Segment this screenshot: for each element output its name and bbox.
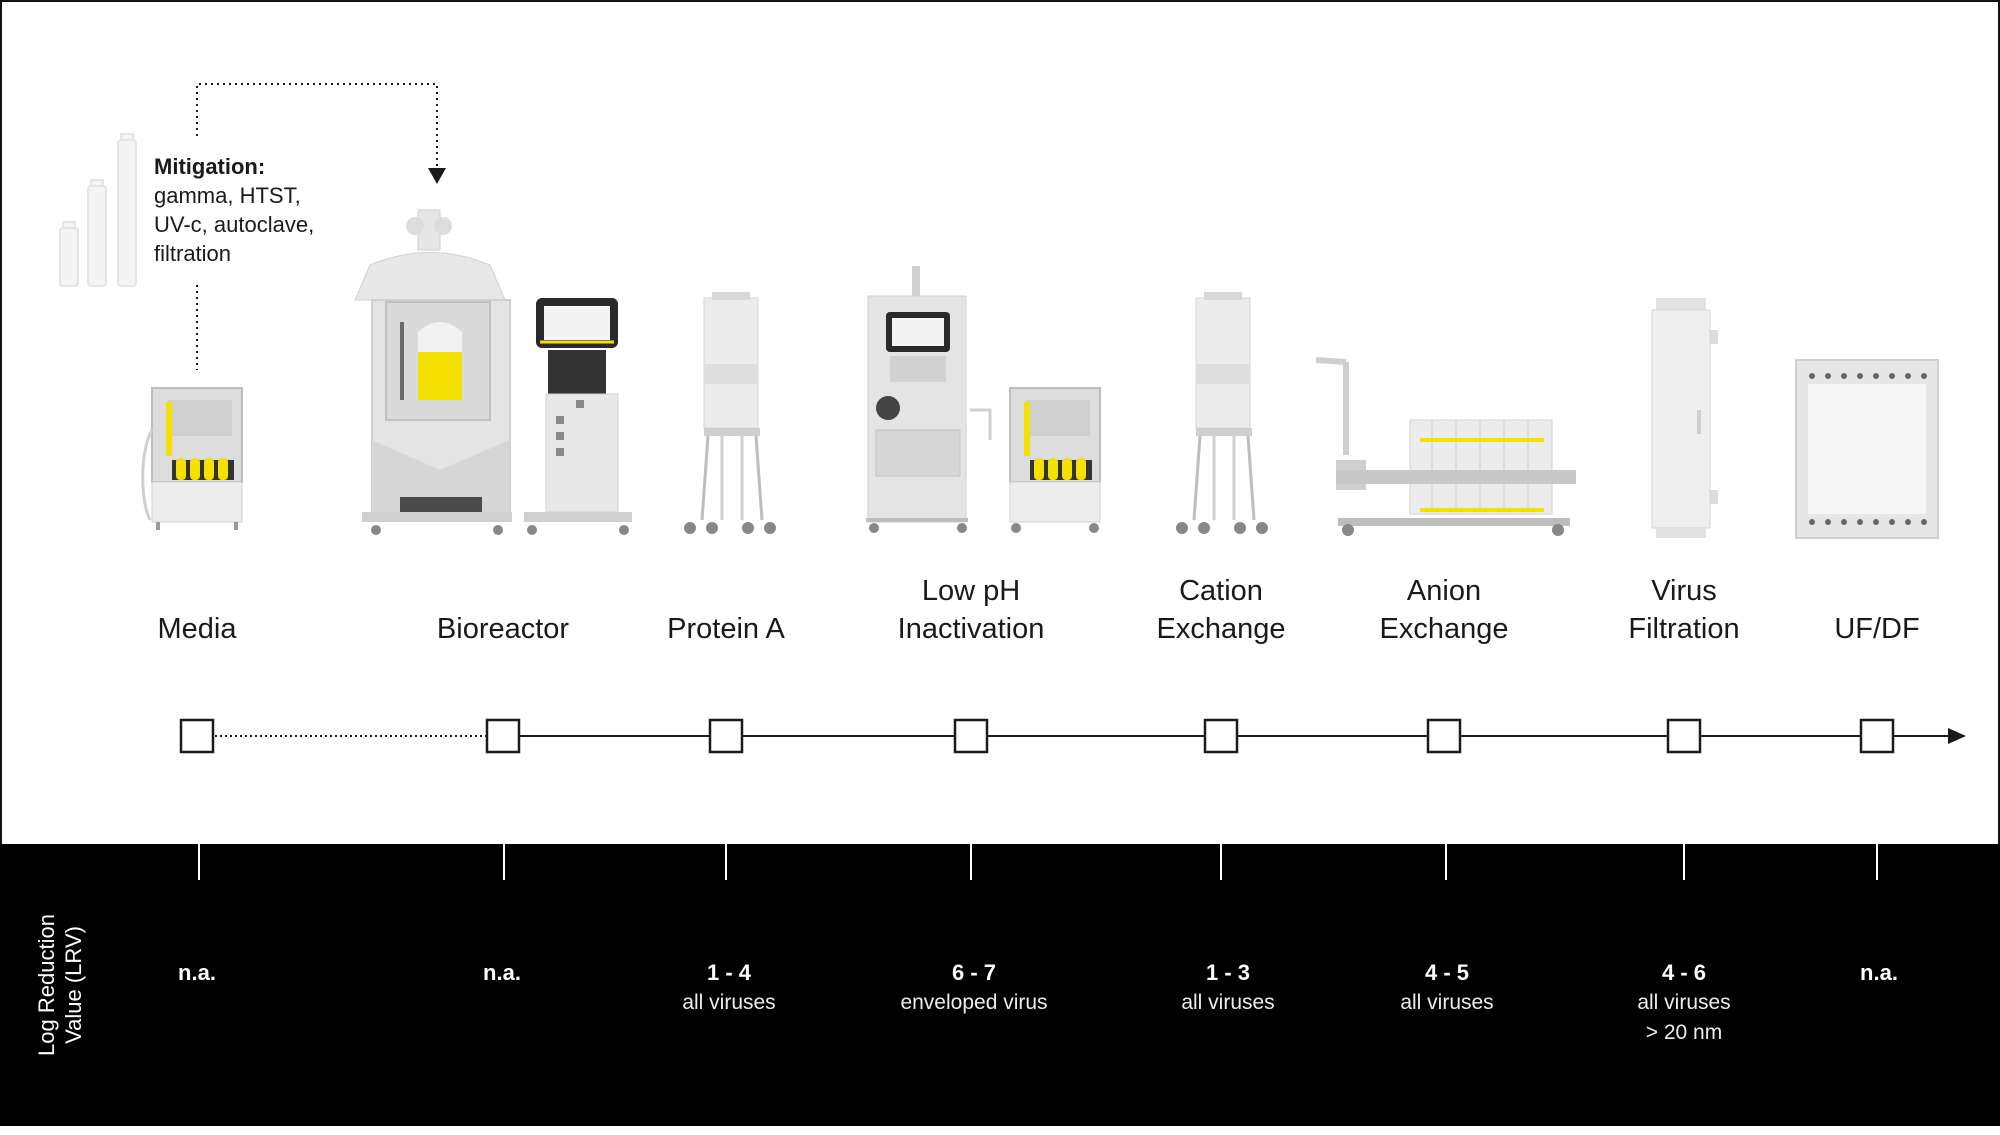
step-label-bioreactor: Bioreactor xyxy=(383,568,623,648)
bioreactor-unit xyxy=(354,209,512,535)
step-label-line: Filtration xyxy=(1628,613,1740,645)
timeline-node-media xyxy=(179,718,215,754)
mitigation-connector xyxy=(196,83,438,370)
lrv-axis-line: Log Reduction xyxy=(34,914,59,1056)
mitigation-note: Mitigation: gamma, HTST, UV-c, autoclave… xyxy=(154,152,374,268)
lrv-media: n.a. xyxy=(77,958,317,988)
step-label-line: Inactivation xyxy=(897,613,1045,645)
lrv-value: n.a. xyxy=(1860,960,1898,985)
timeline-node-uf-df xyxy=(1859,718,1895,754)
timeline-node-virus-filtration xyxy=(1666,718,1702,754)
lrv-axis-line: Value (LRV) xyxy=(61,926,86,1044)
lrv-value: n.a. xyxy=(483,960,521,985)
lrv-value: n.a. xyxy=(178,960,216,985)
step-label-protein-a: Protein A xyxy=(606,568,846,648)
timeline-node-cation xyxy=(1203,718,1239,754)
lrv-virus-filtration: 4 - 6 all viruses > 20 nm xyxy=(1564,958,1804,1048)
timeline-node-protein-a xyxy=(708,718,744,754)
low-ph-skid xyxy=(866,266,968,533)
step-label-line: Cation xyxy=(1179,575,1263,607)
lrv-value: 4 - 6 xyxy=(1661,960,1707,985)
step-label-media: Media xyxy=(77,568,317,648)
timeline-node-anion xyxy=(1426,718,1462,754)
step-label-line: Exchange xyxy=(1156,613,1286,645)
lrv-axis-label: Log Reduction Value (LRV) xyxy=(15,835,105,1135)
lrv-description: all viruses xyxy=(1400,991,1494,1014)
cation-column xyxy=(1176,292,1268,534)
lrv-description: all viruses xyxy=(1637,991,1731,1014)
lrv-anion: 4 - 5 all viruses xyxy=(1327,958,1567,1018)
step-label-line: Anion xyxy=(1406,575,1482,607)
step-label-low-ph: Low pH Inactivation xyxy=(851,568,1091,648)
lrv-description: all viruses xyxy=(682,991,776,1014)
step-label-line: Protein A xyxy=(667,613,785,645)
step-label-line: Bioreactor xyxy=(436,613,570,645)
lrv-low-ph: 6 - 7 enveloped virus xyxy=(854,958,1094,1018)
step-label-uf-df: UF/DF xyxy=(1757,568,1997,648)
ufdf-cassette xyxy=(1795,359,1939,539)
timeline-nodes xyxy=(179,718,1895,754)
lrv-value: 6 - 7 xyxy=(951,960,997,985)
mitigation-title: Mitigation: xyxy=(154,154,266,179)
step-label-line: Virus xyxy=(1651,575,1717,607)
mitigation-line: filtration xyxy=(154,241,232,266)
lrv-description: all viruses xyxy=(1181,991,1275,1014)
media-unit xyxy=(141,387,243,530)
mitigation-arrow-head xyxy=(428,168,446,184)
timeline-arrow-head xyxy=(1948,728,1966,744)
lrv-ticks xyxy=(198,844,1878,880)
virus-filter-housing xyxy=(1651,298,1718,538)
lrv-protein-a: 1 - 4 all viruses xyxy=(609,958,849,1018)
media-filter-capsules xyxy=(59,133,137,287)
lrv-bioreactor: n.a. xyxy=(382,958,622,988)
protein-a-column xyxy=(684,292,776,534)
step-label-line: Exchange xyxy=(1379,613,1509,645)
low-ph-media-unit xyxy=(970,387,1101,533)
lrv-uf-df: n.a. xyxy=(1759,958,1999,988)
step-label-line: Media xyxy=(157,613,237,645)
lrv-band xyxy=(0,844,2000,1126)
bioreactor-controller xyxy=(524,298,632,535)
lrv-description: enveloped virus xyxy=(900,991,1048,1014)
step-label-line: UF/DF xyxy=(1834,613,1920,645)
lrv-cation: 1 - 3 all viruses xyxy=(1108,958,1348,1018)
lrv-description: > 20 nm xyxy=(1645,1021,1723,1044)
lrv-value: 1 - 4 xyxy=(706,960,752,985)
timeline-node-low-ph xyxy=(953,718,989,754)
mitigation-line: gamma, HTST, xyxy=(154,183,301,208)
timeline-node-bioreactor xyxy=(485,718,521,754)
lrv-value: 1 - 3 xyxy=(1205,960,1251,985)
anion-capsule-rack xyxy=(1315,357,1576,536)
lrv-value: 4 - 5 xyxy=(1424,960,1470,985)
mitigation-line: UV-c, autoclave, xyxy=(154,212,315,237)
step-label-line: Low pH xyxy=(921,575,1021,607)
